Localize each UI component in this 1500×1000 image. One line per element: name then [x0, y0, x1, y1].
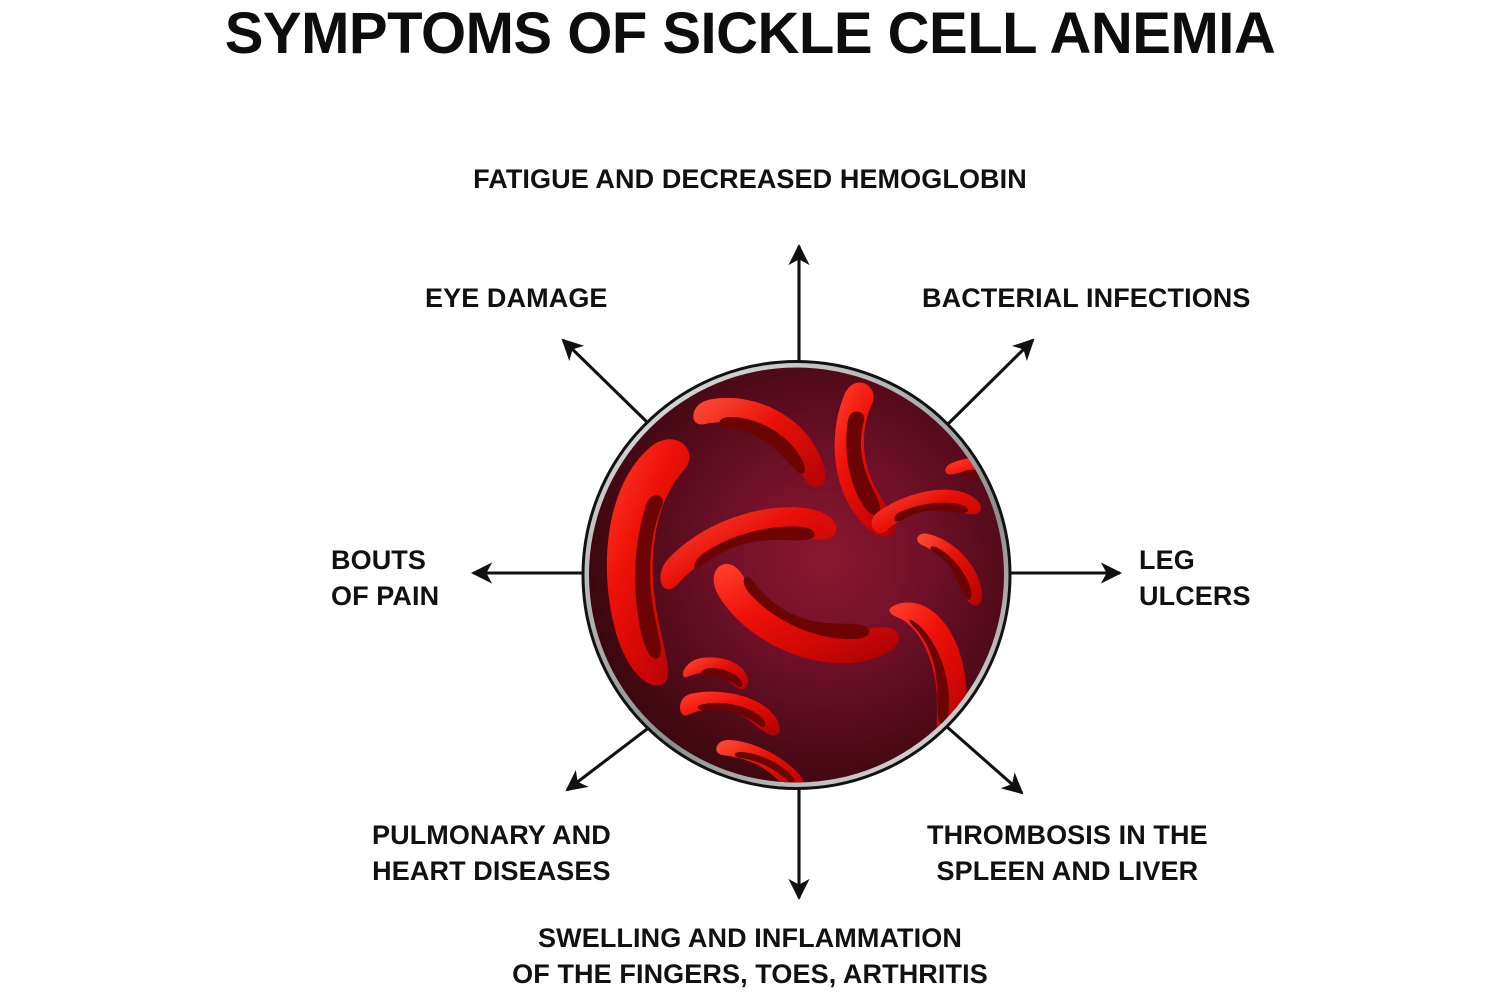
symptom-label-thrombosis: THROMBOSIS IN THE SPLEEN AND LIVER: [927, 818, 1208, 889]
symptom-label-pulmonary-heart: PULMONARY AND HEART DISEASES: [372, 818, 611, 889]
page-title: SYMPTOMS OF SICKLE CELL ANEMIA: [224, 1, 1276, 66]
arrow-down-right: [944, 724, 1024, 795]
symptom-label-bouts-of-pain: BOUTS OF PAIN: [331, 543, 439, 614]
label-line: ULCERS: [1139, 580, 1251, 611]
arrow-group: [470, 243, 1123, 901]
label-line: OF PAIN: [331, 580, 440, 611]
sickle-cell: [606, 439, 690, 686]
label-line: FATIGUE AND DECREASED HEMOGLOBIN: [473, 164, 1027, 194]
label-line: PULMONARY AND: [372, 820, 611, 850]
label-line: SPLEEN AND LIVER: [936, 855, 1199, 886]
sickle-cell: [682, 657, 749, 690]
label-line: HEART DISEASES: [372, 855, 611, 886]
arrow-down-left: [565, 724, 652, 792]
sickle-cell: [693, 397, 826, 487]
arrow-up-right: [946, 338, 1035, 426]
sickle-cell: [871, 489, 981, 534]
sphere-body: [589, 367, 1004, 783]
arrow-up-left: [561, 338, 651, 426]
sickle-cell: [889, 602, 967, 749]
symptom-label-swelling: SWELLING AND INFLAMMATION OF THE FINGERS…: [0, 921, 1500, 992]
label-line: OF THE FINGERS, TOES, ARTHRITIS: [512, 958, 988, 989]
sickle-cells-group: [606, 382, 1004, 783]
label-line: BOUTS: [331, 545, 426, 575]
sickle-cell: [716, 740, 805, 783]
blood-cell-sphere: [581, 360, 1012, 790]
label-line: THROMBOSIS IN THE: [927, 820, 1208, 850]
sickle-cell: [660, 507, 837, 590]
symptom-label-fatigue: FATIGUE AND DECREASED HEMOGLOBIN: [0, 162, 1500, 198]
sickle-cell: [834, 382, 896, 537]
sickle-cell: [680, 691, 780, 736]
label-line: EYE DAMAGE: [425, 283, 608, 313]
sickle-cell: [945, 457, 1004, 495]
label-line: SWELLING AND INFLAMMATION: [538, 923, 962, 953]
label-line: LEG: [1139, 545, 1195, 575]
label-line: BACTERIAL INFECTIONS: [922, 283, 1251, 313]
symptom-label-eye-damage: EYE DAMAGE: [425, 281, 608, 317]
sickle-cell: [713, 563, 899, 664]
sickle-cell: [917, 533, 983, 606]
symptom-label-bacterial-infections: BACTERIAL INFECTIONS: [922, 281, 1251, 317]
symptom-label-leg-ulcers: LEG ULCERS: [1139, 543, 1251, 614]
